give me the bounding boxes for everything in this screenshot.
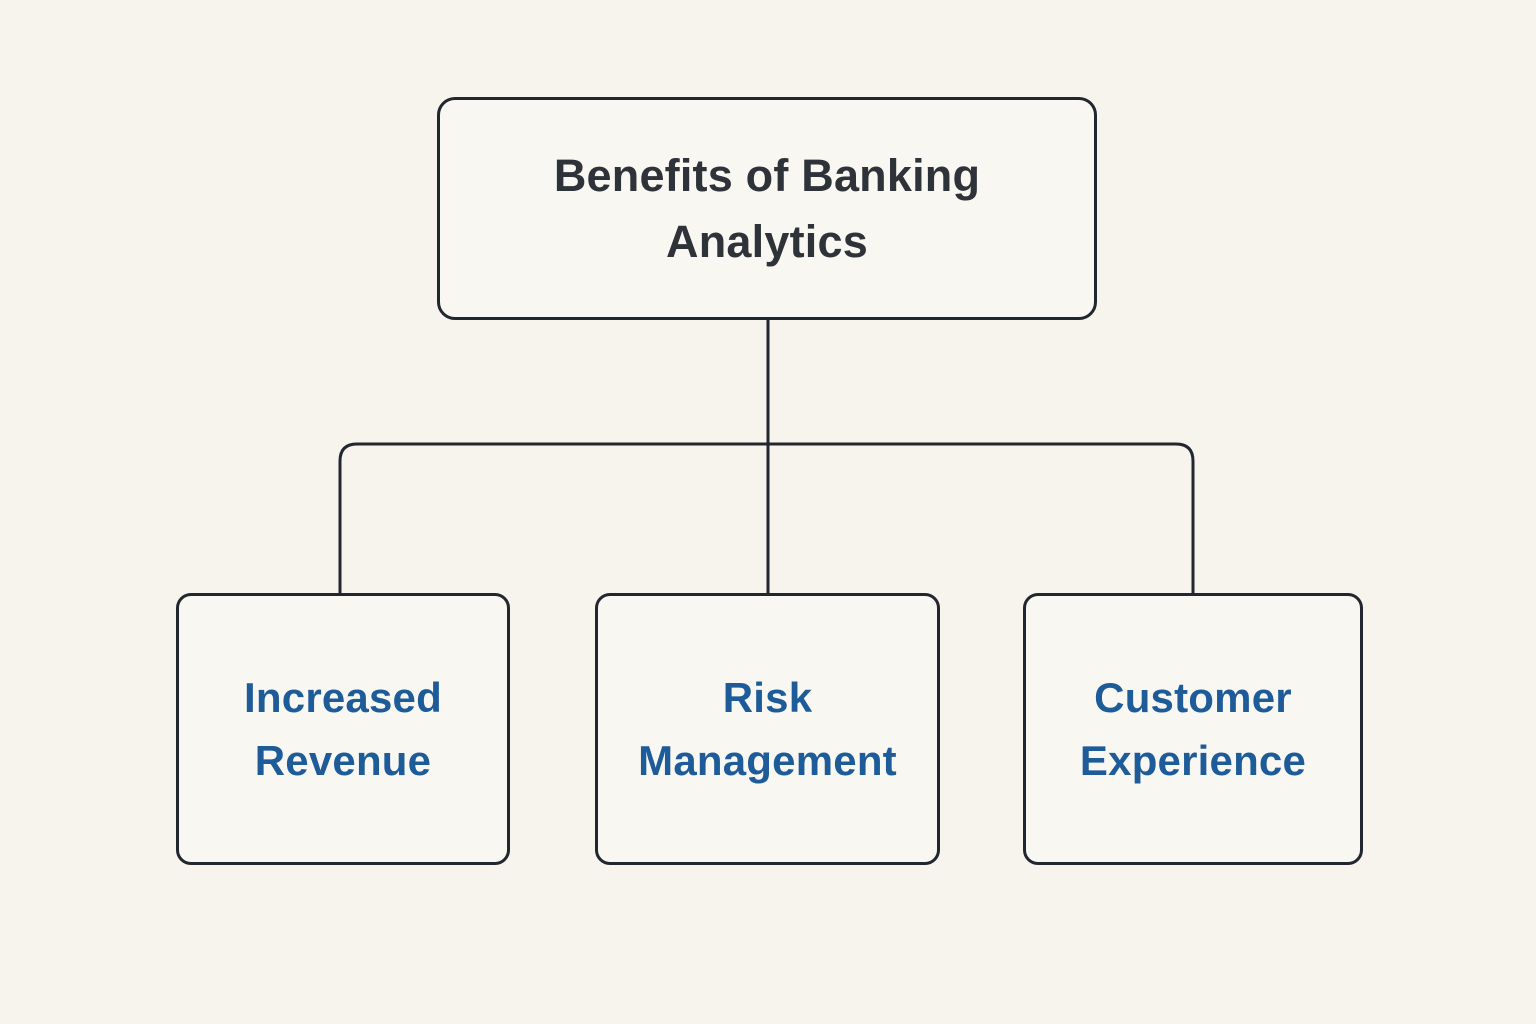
diagram-node-increased-revenue: Increased Revenue [176, 593, 510, 865]
diagram-node-risk-management: Risk Management [595, 593, 940, 865]
child-node-label: Customer Experience [1079, 674, 1307, 784]
root-node-label: Benefits of Banking Analytics [553, 150, 981, 267]
diagram-node-root: Benefits of Banking Analytics [437, 97, 1097, 320]
connector-bus [338, 442, 1195, 595]
child-node-label: Risk Management [638, 674, 897, 784]
child-node-label: Increased Revenue [244, 674, 442, 784]
diagram-node-customer-experience: Customer Experience [1023, 593, 1363, 865]
